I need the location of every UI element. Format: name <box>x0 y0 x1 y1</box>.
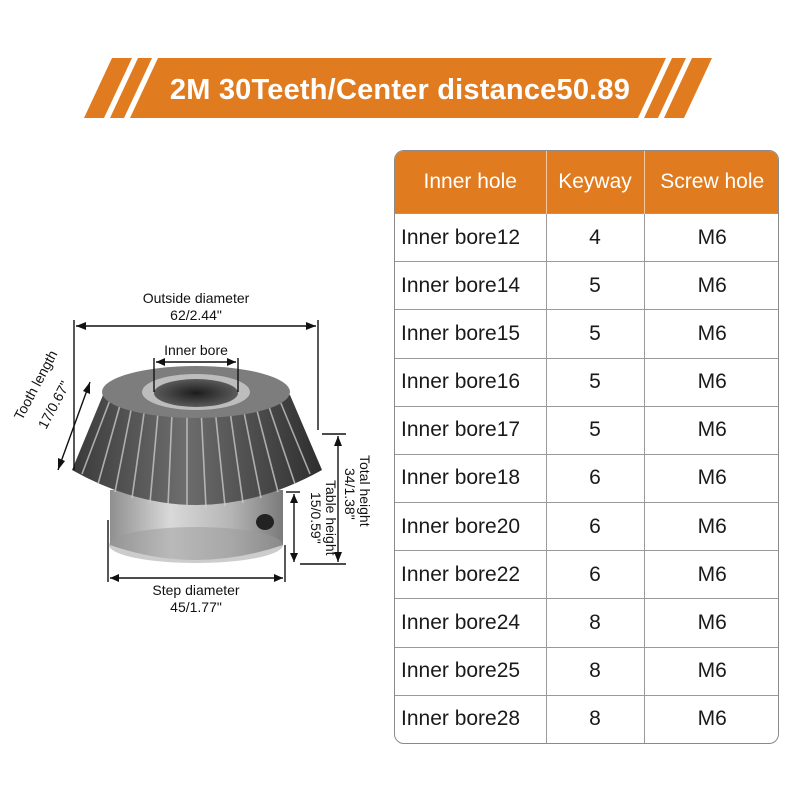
column-header-keyway: Keyway <box>546 151 645 214</box>
cell-keyway: 8 <box>546 598 645 648</box>
step-diameter-value: 45/1.77" <box>170 599 222 615</box>
page-title: 2M 30Teeth/Center distance50.89 <box>169 73 631 106</box>
banner-stripe-left-2 <box>110 58 152 118</box>
cell-screw-hole: M6 <box>644 453 778 503</box>
cell-keyway: 4 <box>546 212 645 262</box>
cell-inner-hole: Inner bore28 <box>395 694 547 743</box>
table-height-dimension <box>286 491 300 562</box>
banner-stripe-right-2 <box>664 58 712 118</box>
banner-bar <box>130 58 666 118</box>
inner-bore-dimension <box>153 358 239 392</box>
cell-inner-hole: Inner bore17 <box>395 405 547 455</box>
cell-inner-hole: Inner bore12 <box>395 212 547 262</box>
cell-inner-hole: Inner bore22 <box>395 550 547 599</box>
outside-diameter-value: 62/2.44" <box>170 307 222 323</box>
cell-keyway: 5 <box>546 309 645 359</box>
banner-stripe-right-1 <box>644 58 686 118</box>
cell-keyway: 5 <box>546 405 645 455</box>
cell-inner-hole: Inner bore14 <box>395 261 547 310</box>
total-height-value: 34/1.38" <box>342 468 358 520</box>
cell-keyway: 6 <box>546 502 645 551</box>
cell-screw-hole: M6 <box>644 357 778 407</box>
cell-keyway: 5 <box>546 261 645 310</box>
cell-screw-hole: M6 <box>644 405 778 455</box>
cell-inner-hole: Inner bore18 <box>395 453 547 503</box>
gear-hub <box>109 490 283 563</box>
tooth-length-dimension <box>57 381 91 471</box>
set-screw-hole-icon <box>256 514 274 530</box>
cell-screw-hole: M6 <box>644 646 778 696</box>
gear-drawing: Outside diameter 62/2.44" Inner bore Too… <box>11 290 373 615</box>
cell-screw-hole: M6 <box>644 212 778 262</box>
cell-screw-hole: M6 <box>644 309 778 359</box>
step-diameter-dimension <box>107 520 286 582</box>
cell-screw-hole: M6 <box>644 502 778 551</box>
column-header-inner-hole: Inner hole <box>395 151 547 214</box>
gear-teeth <box>72 366 322 509</box>
bore-spec-table: Inner hole Keyway Screw hole Inner bore1… <box>395 151 778 743</box>
inner-bore-label: Inner bore <box>164 342 228 358</box>
cell-inner-hole: Inner bore20 <box>395 502 547 551</box>
banner-graphic <box>84 58 712 118</box>
cell-inner-hole: Inner bore24 <box>395 598 547 648</box>
step-diameter-label: Step diameter <box>152 582 239 598</box>
inner-bore-hole <box>154 379 238 407</box>
cell-inner-hole: Inner bore15 <box>395 309 547 359</box>
table-height-label: Table height <box>323 480 339 556</box>
cell-inner-hole: Inner bore16 <box>395 357 547 407</box>
cell-keyway: 6 <box>546 550 645 599</box>
cell-screw-hole: M6 <box>644 598 778 648</box>
banner-stripe-left-1 <box>84 58 132 118</box>
title-banner: 2M 30Teeth/Center distance50.89 <box>0 0 800 150</box>
table-header-row: Inner hole Keyway Screw hole <box>395 151 778 214</box>
total-height-dimension <box>300 433 346 565</box>
column-header-screw-hole: Screw hole <box>644 151 778 214</box>
cell-screw-hole: M6 <box>644 694 778 743</box>
cell-screw-hole: M6 <box>644 261 778 310</box>
cell-keyway: 8 <box>546 694 645 743</box>
outside-diameter-dimension <box>73 320 319 470</box>
table-height-value: 15/0.59" <box>308 492 324 544</box>
cell-keyway: 8 <box>546 646 645 696</box>
cell-screw-hole: M6 <box>644 550 778 599</box>
outside-diameter-label: Outside diameter <box>143 290 250 306</box>
total-height-label: Total height <box>357 455 373 527</box>
spec-table: Inner hole Keyway Screw hole Inner bore1… <box>394 150 779 744</box>
gear-diagram: Outside diameter 62/2.44" Inner bore Too… <box>0 260 385 640</box>
cell-keyway: 5 <box>546 357 645 407</box>
cell-keyway: 6 <box>546 453 645 503</box>
cell-inner-hole: Inner bore25 <box>395 646 547 696</box>
